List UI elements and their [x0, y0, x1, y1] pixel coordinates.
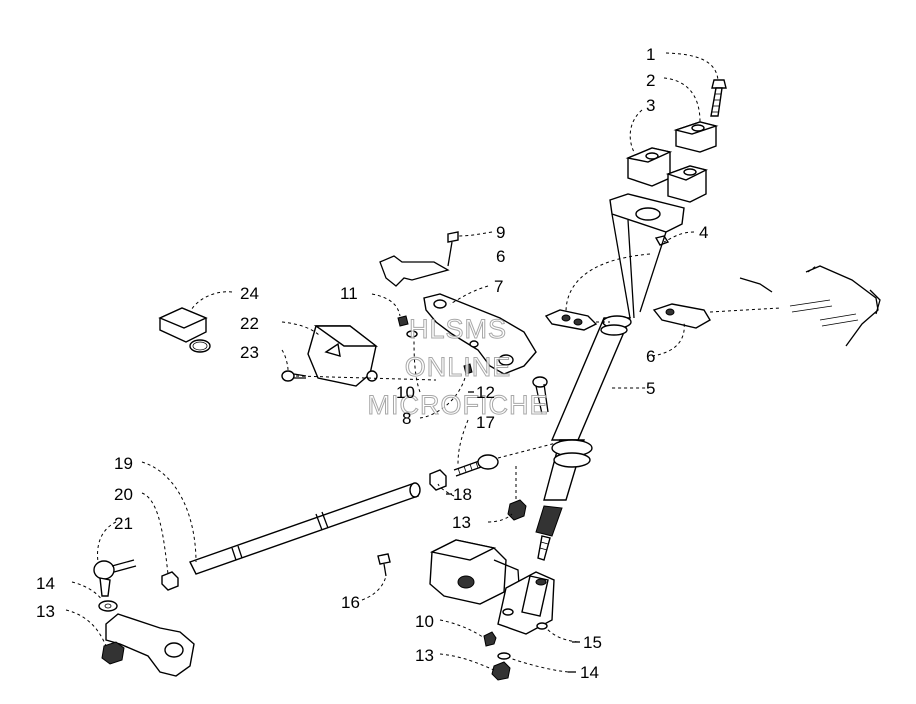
part-washer-14-bottom: [497, 652, 511, 660]
callout-8: 8: [402, 409, 411, 428]
callout-22: 22: [240, 314, 259, 333]
part-jamnut-18: [429, 469, 447, 491]
callout-5: 5: [646, 379, 655, 398]
callout-19: 19: [114, 454, 133, 473]
part-nut-10-bottom: [483, 631, 497, 647]
part-clamp-blocks: [625, 147, 709, 203]
callout-17: 17: [476, 413, 495, 432]
part-bolt-9: [447, 231, 459, 267]
callout-3: 3: [646, 96, 655, 115]
callout-6-left: 6: [496, 247, 505, 266]
centerline-box: [295, 375, 437, 381]
callout-18: 18: [453, 485, 472, 504]
part-support-bracket: [423, 293, 537, 375]
centerline-joint: [497, 441, 561, 459]
part-hardware-12: [463, 363, 473, 375]
part-nut-11: [397, 315, 409, 327]
part-bolt-12: [532, 376, 549, 415]
part-washer-14-left: [98, 600, 118, 612]
part-steering-column: [535, 193, 685, 561]
part-ball-joint-17: [453, 454, 499, 477]
centerline-handlebar: [709, 307, 781, 313]
part-bushing-left: [544, 309, 598, 331]
callout-9: 9: [496, 223, 505, 242]
callout-21: 21: [114, 514, 133, 533]
part-bearing-block: [429, 539, 521, 605]
callout-10-lower: 10: [415, 612, 434, 631]
leader-lines: [65, 52, 719, 673]
part-tie-rod: [189, 482, 421, 575]
callout-2: 2: [646, 71, 655, 90]
part-nut-4: [654, 235, 670, 246]
part-handlebar-end: [739, 265, 881, 347]
watermark-line-3: MICROFICHE: [368, 390, 549, 420]
callout-1: 1: [646, 45, 655, 64]
part-module-24: [158, 307, 211, 353]
callout-11: 11: [340, 284, 358, 303]
callout-4: 4: [699, 223, 708, 242]
callout-24: 24: [240, 284, 259, 303]
callout-23: 23: [240, 343, 259, 362]
callout-20: 20: [114, 485, 133, 504]
callout-13-mid: 13: [452, 513, 471, 532]
part-locknut-13-bottom: [491, 661, 511, 681]
watermark-line-1: HLSMS: [409, 314, 507, 344]
callout-7: 7: [494, 277, 503, 296]
part-screw-16: [377, 553, 391, 577]
watermark: HLSMS ONLINE MICROFICHE: [367, 314, 549, 421]
callout-14-bottom: 14: [580, 663, 599, 682]
part-clamp-cap: [673, 121, 719, 153]
part-tierod-end-21: [93, 559, 137, 597]
callout-14-left: 14: [36, 574, 55, 593]
part-lower-bracket: [497, 571, 555, 635]
callout-10-upper: 10: [396, 383, 415, 402]
watermark-line-2: ONLINE: [405, 352, 512, 382]
part-control-box: [307, 325, 379, 387]
part-washer-10: [406, 330, 418, 338]
callout-13-bottom: 13: [415, 646, 434, 665]
part-locknut-13-left: [101, 641, 125, 665]
part-pitman-arm: [105, 613, 195, 677]
callout-labels: 1 2 3 4 5 6 6 7 8 9 10 10 11 12 13 13 13…: [36, 45, 708, 682]
part-bushing-right: [652, 303, 711, 329]
part-jamnut-20: [161, 571, 179, 591]
callout-16: 16: [341, 593, 360, 612]
callout-13-left: 13: [36, 602, 55, 621]
callout-12: 12: [476, 383, 495, 402]
label-dashes: [446, 391, 580, 673]
part-bolt-top: [710, 79, 727, 117]
part-locknut-13-mid: [507, 499, 527, 521]
callout-6-right: 6: [646, 347, 655, 366]
callout-15: 15: [583, 633, 602, 652]
part-screw-23: [281, 370, 307, 382]
front-arrow-symbol: [379, 255, 450, 287]
